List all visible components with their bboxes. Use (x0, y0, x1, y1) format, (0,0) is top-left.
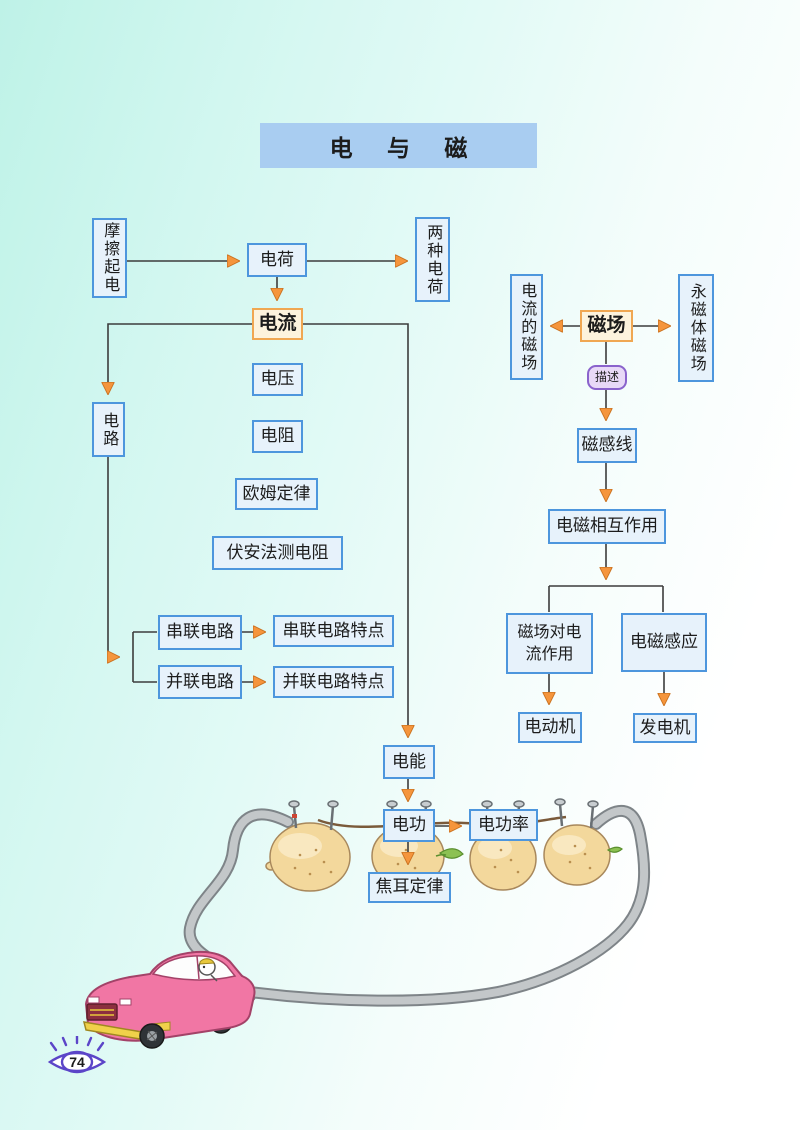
grille (86, 1003, 118, 1021)
driver-cap (199, 958, 215, 965)
node-volt-ampere-method: 伏安法测电阻 (212, 536, 343, 570)
node-parallel-circuit: 并联电路 (158, 665, 242, 699)
node-series-circuit: 串联电路 (158, 615, 242, 650)
node-circuit: 电路 (92, 402, 125, 457)
node-electric-current: 电流 (252, 308, 303, 340)
headlight-right (119, 998, 132, 1006)
label-describe: 描述 (587, 365, 627, 390)
node-resistance: 电阻 (252, 420, 303, 453)
node-two-kinds-of-charge: 两种电荷 (415, 217, 450, 302)
car-illustration (82, 950, 256, 1049)
lemon-1 (265, 822, 351, 892)
node-voltage: 电压 (252, 363, 303, 396)
page-number: 74 (69, 1054, 85, 1070)
page-title: 电 与 磁 (260, 123, 537, 168)
cable-right (244, 804, 651, 1007)
node-field-force-on-current: 磁场对电流作用 (506, 613, 593, 674)
node-permanent-magnet-field: 永磁体磁场 (678, 274, 714, 382)
eye-icon (47, 1034, 107, 1074)
page-number-eye-icon: 74 (46, 1034, 108, 1084)
node-electric-work: 电功 (383, 809, 435, 842)
node-electromagnetic-induction: 电磁感应 (621, 613, 707, 672)
node-electric-power: 电功率 (469, 809, 538, 841)
node-electric-charge: 电荷 (247, 243, 307, 277)
node-electromagnetic-interaction: 电磁相互作用 (548, 509, 666, 544)
node-electric-motor: 电动机 (518, 712, 582, 743)
node-ohms-law: 欧姆定律 (235, 478, 318, 510)
node-series-circuit-features: 串联电路特点 (273, 615, 394, 647)
flowchart-connectors (108, 261, 669, 863)
lemon-3 (469, 827, 537, 891)
node-generator: 发电机 (633, 713, 697, 743)
lemon-battery-illustration (82, 798, 651, 1049)
node-magnetic-field: 磁场 (580, 310, 633, 342)
stem (606, 846, 623, 853)
node-joules-law: 焦耳定律 (368, 872, 451, 903)
node-magnetic-field-lines: 磁感线 (577, 428, 637, 463)
lemon-4 (543, 824, 623, 886)
node-magnetic-field-of-current: 电流的磁场 (510, 274, 543, 380)
headlight-left (87, 996, 100, 1004)
node-electric-energy: 电能 (383, 745, 435, 779)
leaf (439, 848, 464, 859)
node-parallel-circuit-features: 并联电路特点 (273, 666, 394, 698)
node-friction-electrification: 摩擦起电 (92, 218, 127, 298)
